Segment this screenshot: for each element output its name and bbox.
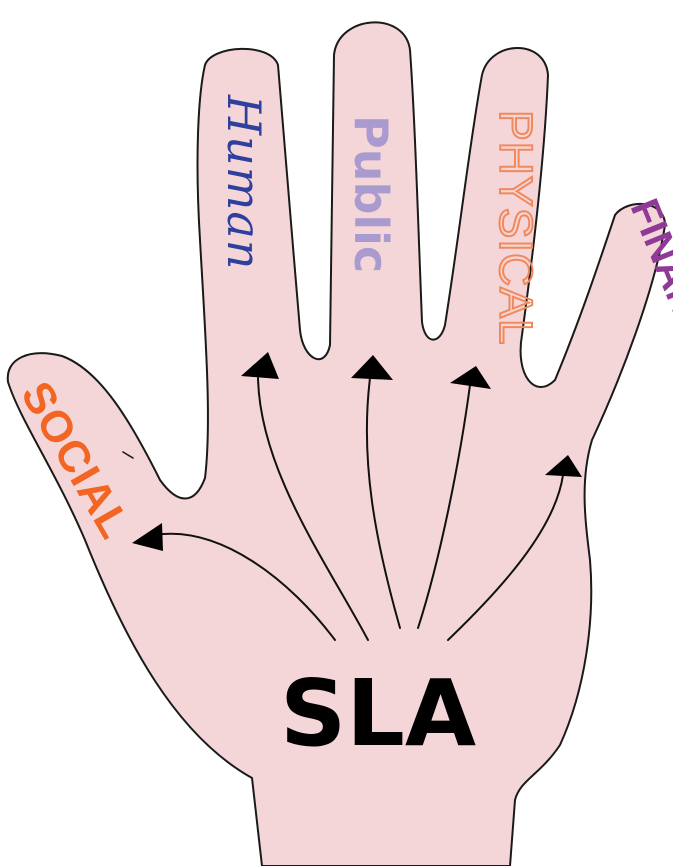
label-sla: SLA: [280, 660, 476, 767]
label-physical: PHYSICAL: [490, 110, 542, 346]
label-human: Human: [217, 94, 271, 270]
label-public: Public: [344, 115, 398, 273]
